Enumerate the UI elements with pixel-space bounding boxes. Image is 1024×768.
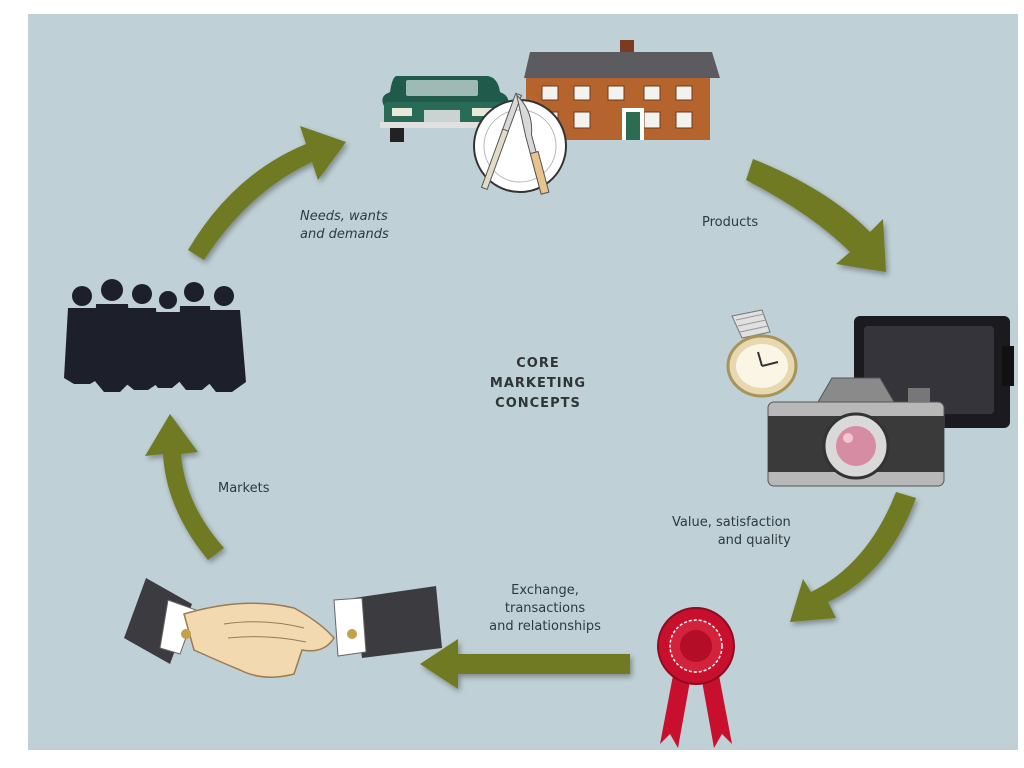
label-exchange-line: transactions	[504, 601, 586, 616]
marketing-cycle-diagram	[64, 40, 1014, 748]
label-markets-line: Markets	[218, 481, 270, 496]
label-exchange-line: Exchange,	[511, 583, 579, 598]
label-exchange: Exchange, transactions and relationships	[470, 582, 620, 636]
label-value-line: and quality	[717, 533, 791, 548]
center-title-line: CORE	[516, 356, 560, 371]
label-products: Products	[702, 214, 758, 232]
label-markets: Markets	[218, 480, 269, 498]
arrow-value-to-exchange	[790, 492, 916, 622]
label-needs-line: and demands	[300, 227, 389, 242]
center-title-line: MARKETING	[489, 376, 587, 391]
label-exchange-line: and relationships	[489, 619, 601, 634]
camera-icon	[767, 377, 945, 487]
arrow-products-to-value	[746, 159, 886, 272]
handshake-icon	[124, 578, 442, 678]
plate-cutlery-icon	[473, 92, 567, 195]
label-value-line: Value, satisfaction	[672, 515, 791, 530]
label-needs-line: Needs, wants	[300, 209, 388, 224]
label-needs: Needs, wants and demands	[300, 208, 389, 244]
people-group-icon	[64, 279, 246, 392]
center-title-line: CONCEPTS	[495, 396, 581, 411]
diagram-panel: CORE MARKETING CONCEPTS Needs, wants and…	[28, 14, 1018, 750]
arrow-exchange-to-markets	[420, 639, 630, 689]
label-value: Value, satisfaction and quality	[672, 514, 791, 550]
arrow-needs-to-products	[188, 126, 346, 260]
watch-icon	[726, 309, 798, 398]
center-title: CORE MARKETING CONCEPTS	[458, 354, 618, 414]
rosette-icon	[657, 607, 735, 748]
arrow-markets-to-needs	[145, 414, 224, 560]
label-products-line: Products	[702, 215, 759, 230]
